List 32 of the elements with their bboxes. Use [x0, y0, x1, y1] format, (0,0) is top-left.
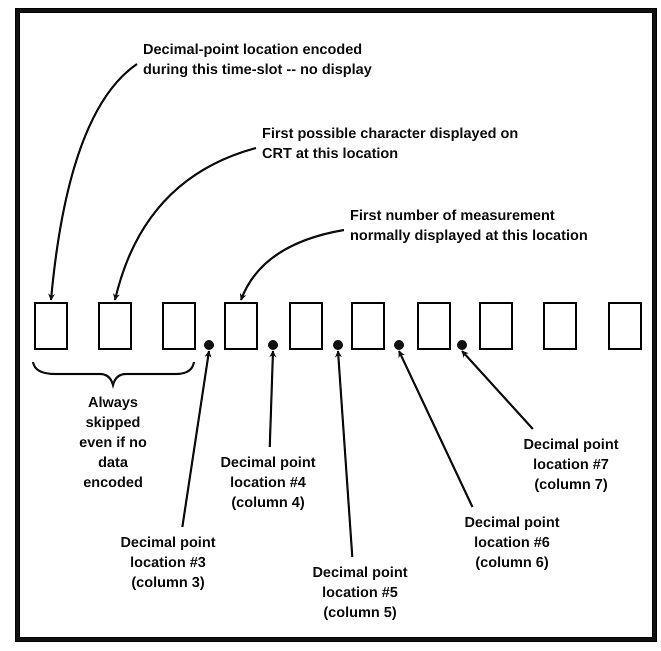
callout-text: Decimal point location #5 (column 5): [300, 563, 420, 623]
character-cell: [479, 302, 513, 350]
character-cell: [289, 302, 323, 350]
leader-arrow: [461, 350, 534, 430]
decimal-point-dot: [268, 340, 278, 350]
character-cell: [34, 302, 68, 350]
leader-arrow: [240, 228, 344, 301]
callout-text: Decimal-point location encoded during this time-slot -- no display: [143, 40, 401, 80]
leader-arrow: [113, 146, 256, 301]
leader-arrow: [334, 350, 354, 558]
character-cell: [98, 302, 132, 350]
character-cell: [162, 302, 196, 350]
leader-arrow: [398, 350, 474, 508]
character-cell: [351, 302, 385, 350]
leader-arrow: [268, 350, 276, 448]
decimal-point-dot: [457, 340, 467, 350]
decimal-point-dot: [333, 340, 343, 350]
decimal-point-dot: [394, 340, 404, 350]
callout-text: Decimal point location #6 (column 6): [452, 513, 572, 573]
decimal-point-dot: [204, 340, 214, 350]
callout-text: Decimal point location #4 (column 4): [208, 453, 328, 513]
note-text: Always skipped even if no data encoded: [78, 394, 148, 493]
leader-arrow: [48, 63, 138, 301]
leader-arrow: [181, 350, 212, 528]
callout-text: First number of measurement normally displayed at this location: [350, 206, 612, 246]
character-cell: [543, 302, 577, 350]
callout-text: Decimal point location #3 (column 3): [108, 533, 228, 593]
character-cell: [417, 302, 451, 350]
callout-text: First possible character displayed on CRT at this location: [262, 124, 520, 164]
character-cell: [608, 302, 642, 350]
callout-text: Decimal point location #7 (column 7): [511, 435, 631, 495]
character-cell: [224, 302, 258, 350]
